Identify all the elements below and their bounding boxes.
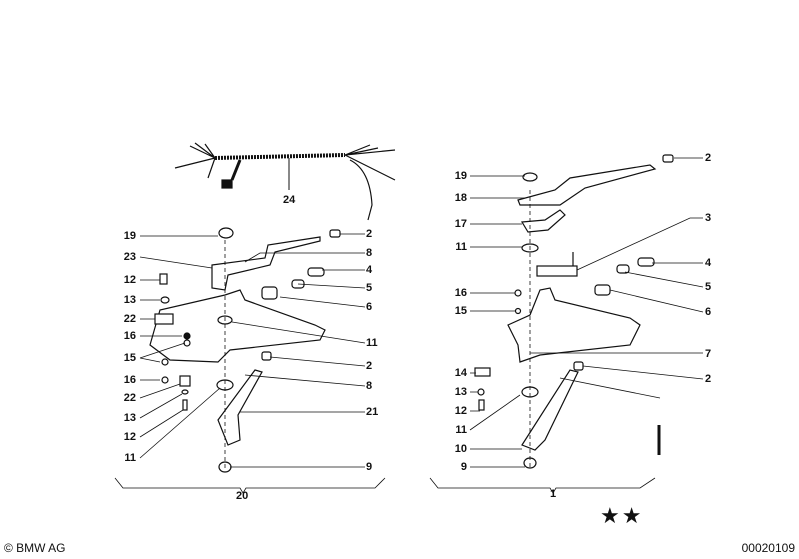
right-lever-parts xyxy=(474,154,674,470)
callout-6: 6 xyxy=(705,306,712,318)
callout-15: 15 xyxy=(123,352,136,364)
callout-24: 24 xyxy=(283,194,296,206)
right-leader-lines xyxy=(429,157,704,494)
callout-12: 12 xyxy=(123,274,136,286)
copyright-text: © BMW AG xyxy=(4,541,66,555)
callout-11: 11 xyxy=(455,424,467,436)
callout-11: 11 xyxy=(366,337,378,349)
callout-7: 7 xyxy=(705,348,712,360)
callout-11: 11 xyxy=(455,241,467,253)
callout-12: 12 xyxy=(123,431,136,443)
callout-16: 16 xyxy=(454,287,467,299)
left-leader-lines xyxy=(114,233,386,494)
group-label-20: 20 xyxy=(236,490,249,502)
callout-2: 2 xyxy=(366,228,373,240)
callout-3: 3 xyxy=(705,212,712,224)
callout-8: 8 xyxy=(366,380,373,392)
callout-12: 12 xyxy=(454,405,467,417)
left-lever-parts xyxy=(149,227,341,473)
callout-13: 13 xyxy=(454,386,467,398)
callout-2: 2 xyxy=(705,152,712,164)
callout-18: 18 xyxy=(454,192,467,204)
wiring-harness xyxy=(174,142,396,221)
star-markings: ★★ xyxy=(600,503,644,528)
callout-8: 8 xyxy=(366,247,373,259)
callout-19: 19 xyxy=(123,230,136,242)
diagram-number: 00020109 xyxy=(741,541,795,555)
callout-9: 9 xyxy=(460,461,467,473)
callout-23: 23 xyxy=(123,251,136,263)
callout-11: 11 xyxy=(124,452,136,464)
callout-9: 9 xyxy=(366,461,373,473)
callout-10: 10 xyxy=(454,443,467,455)
callout-16: 16 xyxy=(123,330,136,342)
callout-4: 4 xyxy=(705,257,712,269)
callout-15: 15 xyxy=(454,305,467,317)
callout-2: 2 xyxy=(705,373,712,385)
callout-2: 2 xyxy=(366,360,373,372)
callout-13: 13 xyxy=(123,412,136,424)
group-label-1: 1 xyxy=(550,488,557,500)
callout-6: 6 xyxy=(366,301,373,313)
callout-22: 22 xyxy=(123,392,136,404)
callout-5: 5 xyxy=(705,281,712,293)
callout-19: 19 xyxy=(454,170,467,182)
callout-17: 17 xyxy=(454,218,467,230)
callout-16: 16 xyxy=(123,374,136,386)
callout-22: 22 xyxy=(123,313,136,325)
callout-21: 21 xyxy=(366,406,379,418)
callout-5: 5 xyxy=(366,282,373,294)
callout-14: 14 xyxy=(454,367,467,379)
callout-4: 4 xyxy=(366,264,373,276)
callout-13: 13 xyxy=(123,294,136,306)
